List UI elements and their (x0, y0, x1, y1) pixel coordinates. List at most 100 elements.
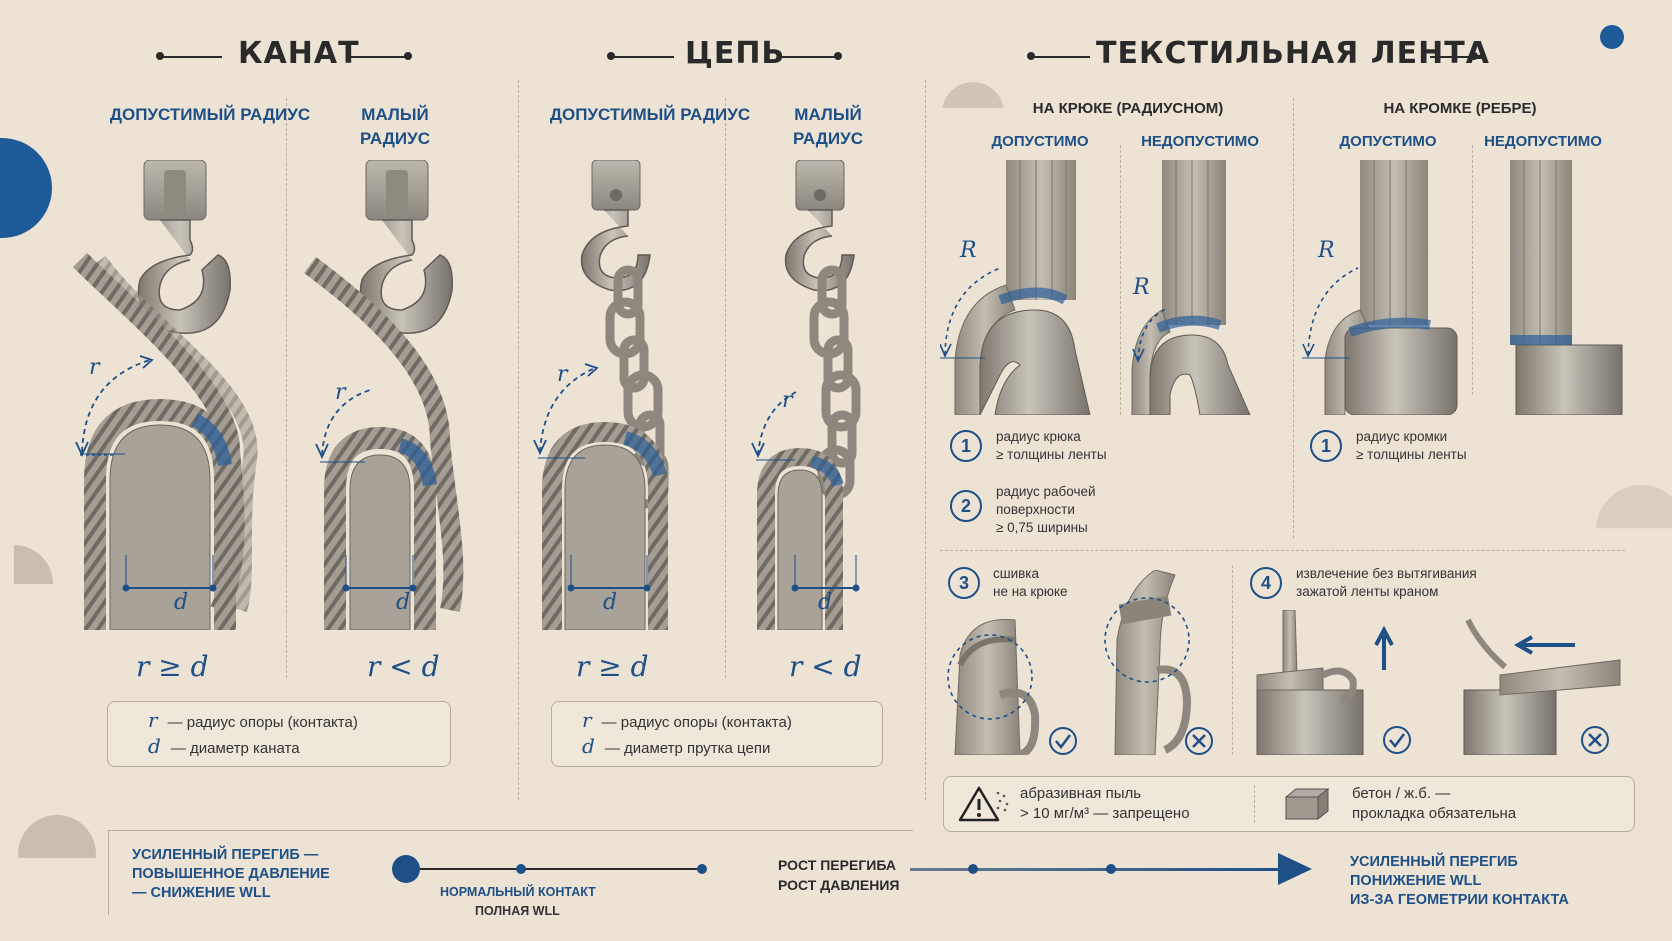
chain-formula-ok: r ≥ d (576, 650, 649, 683)
chain-formula-bad: r < d (789, 650, 862, 683)
textile-hook-separator (1120, 145, 1121, 415)
textile-hook-group-label: НА КРЮКЕ (РАДИУСНОМ) (1032, 100, 1224, 117)
textile-horizontal-separator (940, 550, 1625, 551)
warning-dust-text: абразивная пыль > 10 мг/м³ — запрещено (1020, 785, 1190, 822)
chain-small-label: МАЛЫЙ РАДИУС (793, 105, 863, 148)
note-1b-number: 1 (1310, 430, 1342, 462)
scale-line-1 (404, 868, 702, 870)
rope-legend: r— радиус опоры (контакта) d— диаметр ка… (107, 701, 451, 767)
rope-title-line-right (346, 56, 408, 58)
rope-allowed-illustration (72, 160, 258, 630)
bottom-right-label: УСИЛЕННЫЙ ПЕРЕГИБ ПОНИЖЕНИЕ WLL ИЗ-ЗА ГЕ… (1350, 854, 1569, 908)
chain-small-illustration (751, 160, 861, 630)
note-1-text: радиус крюка ≥ толщины ленты (996, 429, 1107, 462)
stitch-ok-illustration (947, 618, 1077, 755)
bend-growth-label: РОСТ ПЕРЕГИБА (778, 857, 896, 873)
chain-title-line-right (780, 56, 838, 58)
textile-hook-ok-illustration (940, 160, 1091, 415)
rope-title: КАНАТ (238, 36, 360, 71)
chain-allowed-label: ДОПУСТИМЫЙ РАДИУС (549, 105, 751, 124)
textile-edge-group-label: НА КРОМКЕ (РЕБРЕ) (1383, 100, 1537, 117)
note-1-number: 1 (950, 430, 982, 462)
extract-ok-illustration (1256, 610, 1411, 755)
pressure-growth-label: РОСТ ДАВЛЕНИЯ (778, 877, 900, 893)
textile-title-dot-right (1470, 52, 1478, 60)
textile-steps-separator (1232, 565, 1233, 755)
stitch-bad-illustration (1104, 570, 1213, 755)
chain-title-line-left (610, 56, 674, 58)
note-4-number: 4 (1250, 567, 1282, 599)
chain-title: ЦЕПЬ (685, 36, 786, 71)
deco-quarter-left (14, 545, 53, 584)
chain-small-d-label: d (818, 590, 833, 615)
rope-formula-bad: r < d (367, 650, 440, 683)
scale-start-dot (392, 855, 420, 883)
scale-dot-3 (968, 864, 978, 874)
bottom-left-label: УСИЛЕННЫЙ ПЕРЕГИБ — ПОВЫШЕННОЕ ДАВЛЕНИЕ … (132, 847, 330, 901)
bottom-left-border (108, 830, 109, 915)
note-3-number: 3 (948, 567, 980, 599)
scale-dot-mid (697, 864, 707, 874)
bottom-divider (108, 830, 913, 831)
chain-separator (725, 98, 726, 678)
textile-edge-bad-label: НЕДОПУСТИМО (1484, 133, 1602, 150)
textile-edge-ok-label: ДОПУСТИМО (1339, 133, 1437, 150)
textile-edge-ok-illustration (1302, 160, 1458, 415)
textile-title-line-left (1030, 56, 1090, 58)
rope-title-line-left (158, 56, 222, 58)
note-1b-text: радиус кромки ≥ толщины ленты (1356, 429, 1467, 462)
rope-allowed-d-label: d (174, 590, 189, 615)
extract-bad-illustration (1463, 618, 1621, 755)
full-wll-label: ПОЛНАЯ WLL (475, 904, 560, 918)
scale-arrow-head (1278, 853, 1312, 885)
warning-concrete-text: бетон / ж.б. — прокладка обязательна (1352, 785, 1517, 822)
chain-allowed-illustration (533, 160, 669, 630)
rope-allowed-r-label: r (89, 355, 100, 380)
rope-small-r-label: r (335, 380, 346, 405)
textile-group-separator (1293, 98, 1294, 538)
chain-textile-separator (925, 80, 926, 800)
scale-line-2 (910, 868, 1282, 871)
rope-small-d-label: d (396, 590, 411, 615)
rope-title-dot-left (156, 52, 164, 60)
deco-halfcircle-right (1596, 485, 1672, 529)
textile-title: ТЕКСТИЛЬНАЯ ЛЕНТА (1096, 36, 1490, 71)
rope-chain-separator (518, 80, 519, 800)
normal-contact-label: НОРМАЛЬНЫЙ КОНТАКТ (440, 885, 596, 899)
chain-legend: r— радиус опоры (контакта) d— диаметр пр… (551, 701, 883, 767)
warning-box: абразивная пыль > 10 мг/м³ — запрещено б… (943, 776, 1635, 832)
rope-small-label: МАЛЫЙ РАДИУС (360, 105, 430, 148)
textile-hook-ok-R-label: R (960, 238, 977, 263)
scale-dot-normal (516, 864, 526, 874)
chain-small-r-label: r (782, 388, 793, 413)
textile-title-line-right (1430, 56, 1474, 58)
rope-legend-d: d— диаметр каната (148, 734, 300, 758)
warning-separator (1254, 785, 1255, 823)
textile-edge-ok-R-label: R (1318, 238, 1335, 263)
warning-icon (958, 786, 1000, 822)
chain-legend-r: r— радиус опоры (контакта) (582, 708, 792, 732)
note-3-text: сшивка не на крюке (993, 566, 1068, 599)
textile-title-dot-left (1027, 52, 1035, 60)
rope-allowed-label: ДОПУСТИМЫЙ РАДИУС (109, 105, 311, 124)
textile-hook-ok-label: ДОПУСТИМО (991, 133, 1089, 150)
rope-separator (286, 98, 287, 678)
deco-halfcircle-bottom-left (18, 815, 96, 858)
rope-legend-r: r— радиус опоры (контакта) (148, 708, 358, 732)
textile-hook-bad-label: НЕДОПУСТИМО (1141, 133, 1259, 150)
textile-edge-bad-illustration (1510, 160, 1623, 415)
chain-title-dot-left (607, 52, 615, 60)
note-2-text: радиус рабочей поверхности ≥ 0,75 ширины (996, 484, 1096, 535)
note-2-number: 2 (950, 490, 982, 522)
scale-dot-4 (1106, 864, 1116, 874)
chain-legend-d: d— диаметр прутка цепи (582, 734, 771, 758)
chain-allowed-r-label: r (557, 362, 568, 387)
chain-title-dot-right (834, 52, 842, 60)
dust-icon (996, 791, 1009, 812)
rope-small-illustration (303, 160, 464, 630)
note-4-text: извлечение без вытягивания зажатой ленты… (1296, 566, 1477, 599)
deco-circle-left (0, 138, 52, 238)
concrete-block-icon (1284, 787, 1330, 821)
chain-allowed-d-label: d (603, 590, 618, 615)
deco-circle-top-right (1600, 25, 1624, 49)
